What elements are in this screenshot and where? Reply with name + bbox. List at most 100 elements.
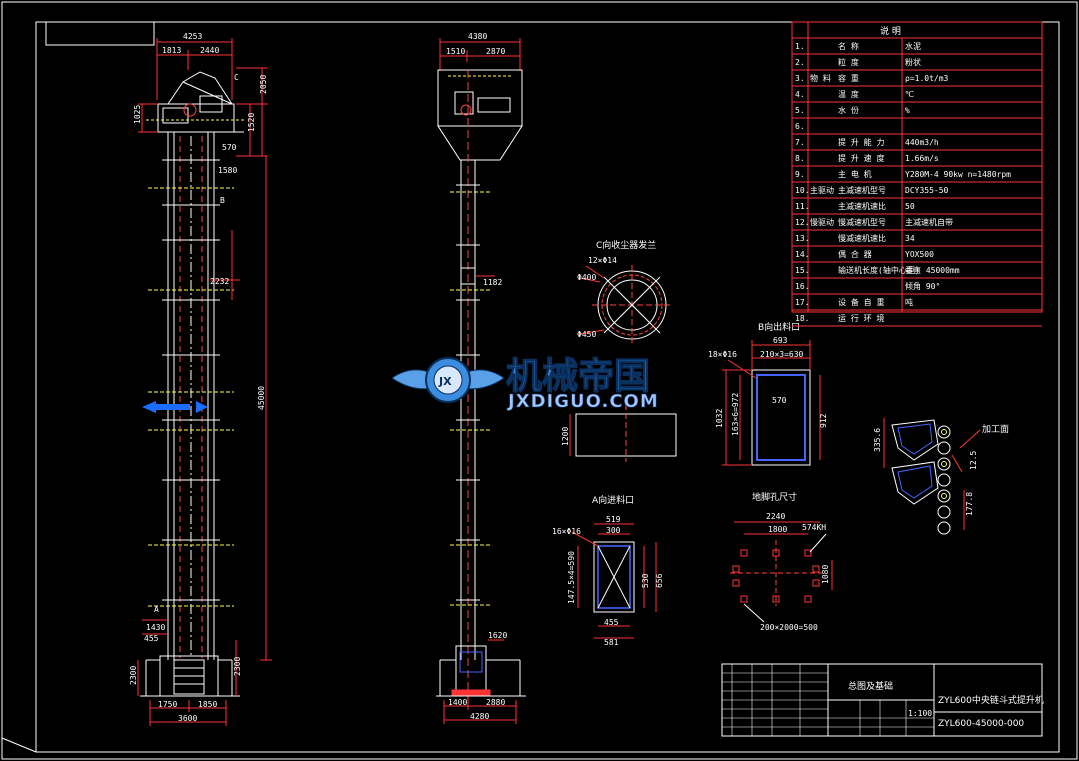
outlet-b-dim-side-right: 912 xyxy=(819,413,828,428)
spec-row-no: 3. xyxy=(795,74,805,83)
side-dim-top-total: 4380 xyxy=(468,32,487,41)
inlet-a-dim-top: 519 xyxy=(606,515,621,524)
spec-row-value: 垂直 45000mm xyxy=(905,265,960,275)
spec-table-header: 说 明 xyxy=(880,25,901,37)
front-dim-top-total: 4253 xyxy=(183,32,202,41)
side-view-texts: 4380 1510 2870 1182 1620 1400 2880 4280 xyxy=(446,32,507,721)
title-block xyxy=(721,663,1043,737)
front-dim-base-left: 1750 xyxy=(158,700,177,709)
spec-row-name: 输送机长度(轴中心距) xyxy=(838,265,920,275)
front-dim-base-total: 3600 xyxy=(178,714,197,723)
title-drawing-name: 总图及基础 xyxy=(848,680,893,692)
spec-row-name: 主减速机速比 xyxy=(838,201,886,211)
anchor-bolt-holes xyxy=(732,549,820,603)
spec-row-group: 慢驱动 xyxy=(810,217,834,227)
spec-row-value: % xyxy=(905,106,910,115)
spec-row-name: 慢减速机型号 xyxy=(838,217,886,227)
anchor-holes-title: 地脚孔尺寸 xyxy=(752,491,797,503)
flange-c-holes: 12×Φ14 xyxy=(588,256,617,265)
front-label-c: C xyxy=(234,73,239,82)
spec-row-no: 11. xyxy=(795,202,809,211)
anchor-dim-bottom: 200×2000=500 xyxy=(760,623,818,632)
front-dim-top-left: 1813 xyxy=(162,46,181,55)
outlet-b-dim-1200: 1200 xyxy=(561,427,570,446)
spec-row-no: 17. xyxy=(795,298,809,307)
spec-row-no: 5. xyxy=(795,106,805,115)
spec-row-name: 提 升 能 力 xyxy=(838,137,884,147)
front-dim-2300: 2300 xyxy=(129,666,138,685)
spec-row-no: 12. xyxy=(795,218,809,227)
spec-row-no: 8. xyxy=(795,154,805,163)
inlet-a-detail xyxy=(571,523,657,639)
inlet-a-title: A向进料口 xyxy=(592,494,634,506)
inlet-a-holes: 16×Φ16 xyxy=(552,527,581,536)
spec-row-name: 主减速机型号 xyxy=(838,185,886,195)
spec-row-no: 16. xyxy=(795,282,809,291)
spec-row-name: 粒 度 xyxy=(838,57,859,67)
spec-row-value: YOX500 xyxy=(905,250,934,259)
inlet-a-dim-bottom-inner: 455 xyxy=(604,618,619,627)
bucket-label-machined: 加工面 xyxy=(982,424,1009,435)
anchor-holes-texts: 地脚孔尺寸 2240 1800 574KH 1080 200×2000=500 xyxy=(752,491,830,632)
side-dim-1182: 1182 xyxy=(483,278,502,287)
flange-c-d-inner: Φ400 xyxy=(577,273,596,282)
flange-c-texts: C向收尘器发兰 12×Φ14 Φ400 Φ450 xyxy=(577,239,656,339)
outlet-b-dim-side-pitch: 163×6=972 xyxy=(731,392,740,436)
outlet-b-texts: B向出料口 693 18×Φ16 210×3=630 570 1032 163×… xyxy=(561,321,828,446)
spec-row-name: 名 称 xyxy=(838,41,859,51)
bucket-dim-b: 177.8 xyxy=(965,492,974,516)
title-block-texts: 总图及基础 ZYL600中央链斗式提升机 ZYL600-45000-000 1:… xyxy=(848,680,1044,729)
watermark-english: JXDIGUO.COM xyxy=(506,391,659,412)
inlet-a-texts: A向进料口 519 16×Φ16 300 147.5×4=590 530 656… xyxy=(552,494,664,647)
spec-row-value: Y280M-4 90kw n=1480rpm xyxy=(905,170,1011,179)
spec-row-no: 18. xyxy=(795,314,809,323)
chain-links xyxy=(937,425,951,535)
spec-row-value: 粉状 xyxy=(905,57,921,67)
spec-row-name: 设 备 自 重 xyxy=(838,297,884,307)
front-flanges xyxy=(162,159,220,601)
side-flanges xyxy=(456,184,480,601)
anchor-dim-vert: 1080 xyxy=(821,565,830,584)
side-dim-1620: 1620 xyxy=(488,631,507,640)
title-product: ZYL600中央链斗式提升机 xyxy=(938,694,1044,706)
front-label-b: B xyxy=(220,196,225,205)
spec-row-value: 吨 xyxy=(905,297,913,307)
side-dim-base-left: 1400 xyxy=(448,698,467,707)
flange-c-title: C向收尘器发兰 xyxy=(596,239,656,251)
spec-row-name: 温 度 xyxy=(838,89,859,99)
front-label-a: A xyxy=(154,605,159,614)
spec-row-name: 容 重 xyxy=(838,73,859,83)
spec-row-no: 9. xyxy=(795,170,805,179)
spec-row-name: 偶 合 器 xyxy=(838,249,872,259)
outlet-b-holes: 18×Φ16 xyxy=(708,350,737,359)
front-dim-1430: 1430 xyxy=(146,623,165,632)
blue-direction-arrow xyxy=(142,401,208,413)
anchor-holes-detail xyxy=(730,521,833,623)
inlet-a-dim-bottom: 581 xyxy=(604,638,619,647)
spec-row-no: 15. xyxy=(795,266,809,275)
front-dim-2300-right: 2300 xyxy=(233,657,242,676)
front-view xyxy=(137,38,272,726)
inlet-a-dim-530: 530 xyxy=(641,573,650,588)
spec-row-no: 2. xyxy=(795,58,805,67)
anchor-dim-mid: 1800 xyxy=(768,525,787,534)
outlet-b-dim-side-left: 1032 xyxy=(715,409,724,428)
side-hatch-lines xyxy=(450,191,490,606)
outlet-b-dim-top: 693 xyxy=(773,336,788,345)
spec-row-group: 物 料 xyxy=(810,73,831,83)
side-dim-base-right: 2880 xyxy=(486,698,505,707)
flange-c-d-outer: Φ450 xyxy=(577,330,596,339)
watermark-chinese: 机械帝国 xyxy=(506,356,650,397)
front-dim-total-h: 45000 xyxy=(257,386,266,410)
bucket-detail-texts: 335.6 加工面 12.5 177.8 xyxy=(873,424,1009,516)
anchor-bolt: 574KH xyxy=(802,523,826,532)
bucket-dim-a: 12.5 xyxy=(969,451,978,470)
spec-row-group: 主驱动 xyxy=(810,185,834,195)
spec-row-name: 提 升 速 度 xyxy=(838,153,884,163)
spec-row-no: 6. xyxy=(795,122,805,131)
spec-row-value: 水泥 xyxy=(905,41,921,51)
front-dim-base-right: 1850 xyxy=(198,700,217,709)
spec-row-value: 34 xyxy=(905,234,915,243)
